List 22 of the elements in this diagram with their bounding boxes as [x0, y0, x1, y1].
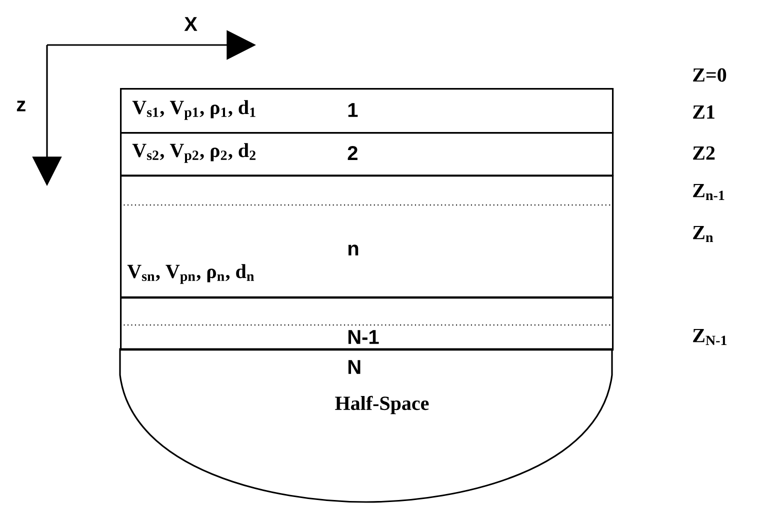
layer-band: [120, 297, 614, 351]
layer-band: [120, 132, 614, 176]
layer-parameters: V$_{s2}$, V$_{p2}$, ρ$_{2}$, d$_{2}$: [132, 143, 256, 163]
axis-label: X: [184, 17, 198, 31]
layer-number: N-1: [348, 330, 379, 344]
layer-parameters: V$_{sn}$, V$_{pn}$, ρ$_{n}$, d$_{n}$: [127, 264, 254, 284]
depth-label: Z=0: [693, 68, 726, 82]
half-space-shape: [119, 348, 613, 503]
depth-label: Z$_{N-1}$: [693, 329, 727, 345]
layer-title: Half-Space: [335, 396, 429, 414]
layer-number: n: [348, 244, 358, 256]
layer-number: 2: [348, 146, 358, 160]
axis-label: z: [16, 100, 26, 112]
depth-label: Z1: [693, 105, 714, 119]
layer-parameters: V$_{s1}$, V$_{p1}$, ρ$_{1}$, d$_{1}$: [132, 100, 256, 120]
layer-number: N: [348, 360, 360, 374]
depth-label: Z$_{n-1}$: [693, 184, 724, 200]
depth-label: Z2: [693, 146, 715, 160]
layer-band: [120, 175, 614, 298]
layer-band: [120, 88, 614, 134]
layer-number: 1: [348, 103, 358, 117]
depth-label: Z$_{n}$: [693, 226, 714, 242]
